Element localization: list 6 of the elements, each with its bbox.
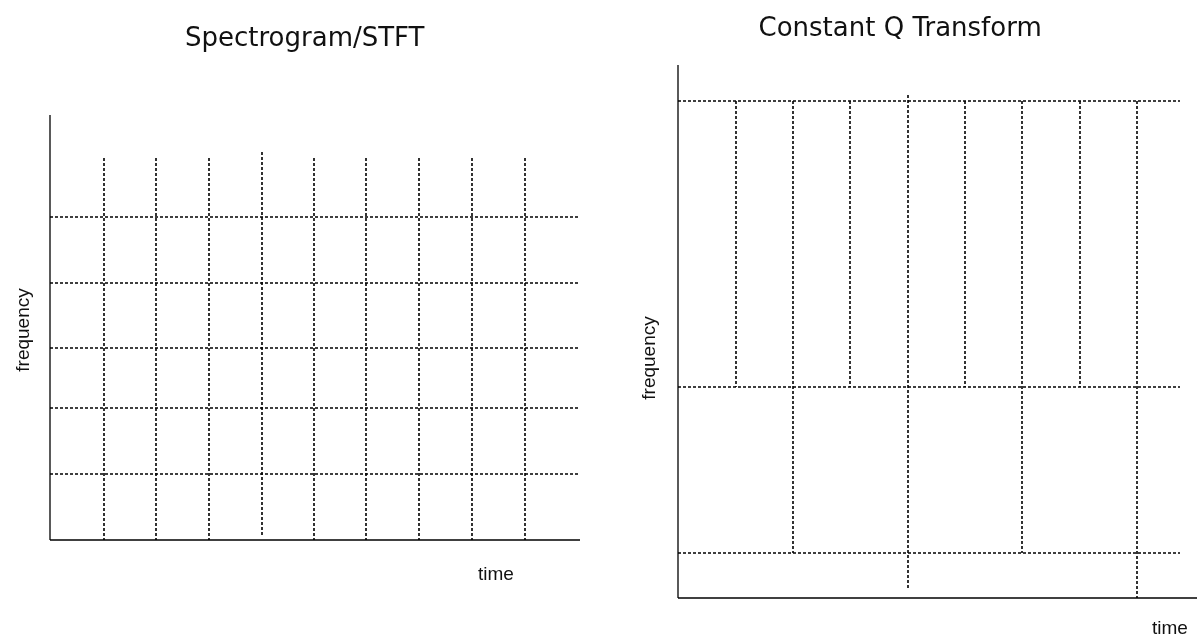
- chart-title: Constant Q Transform: [758, 12, 1042, 42]
- axis-label: frequency: [11, 288, 34, 372]
- axis-label: frequency: [637, 316, 660, 400]
- axis-label: time: [478, 563, 514, 585]
- chart-title: Spectrogram/STFT: [185, 22, 425, 52]
- axis-label: time: [1152, 617, 1188, 639]
